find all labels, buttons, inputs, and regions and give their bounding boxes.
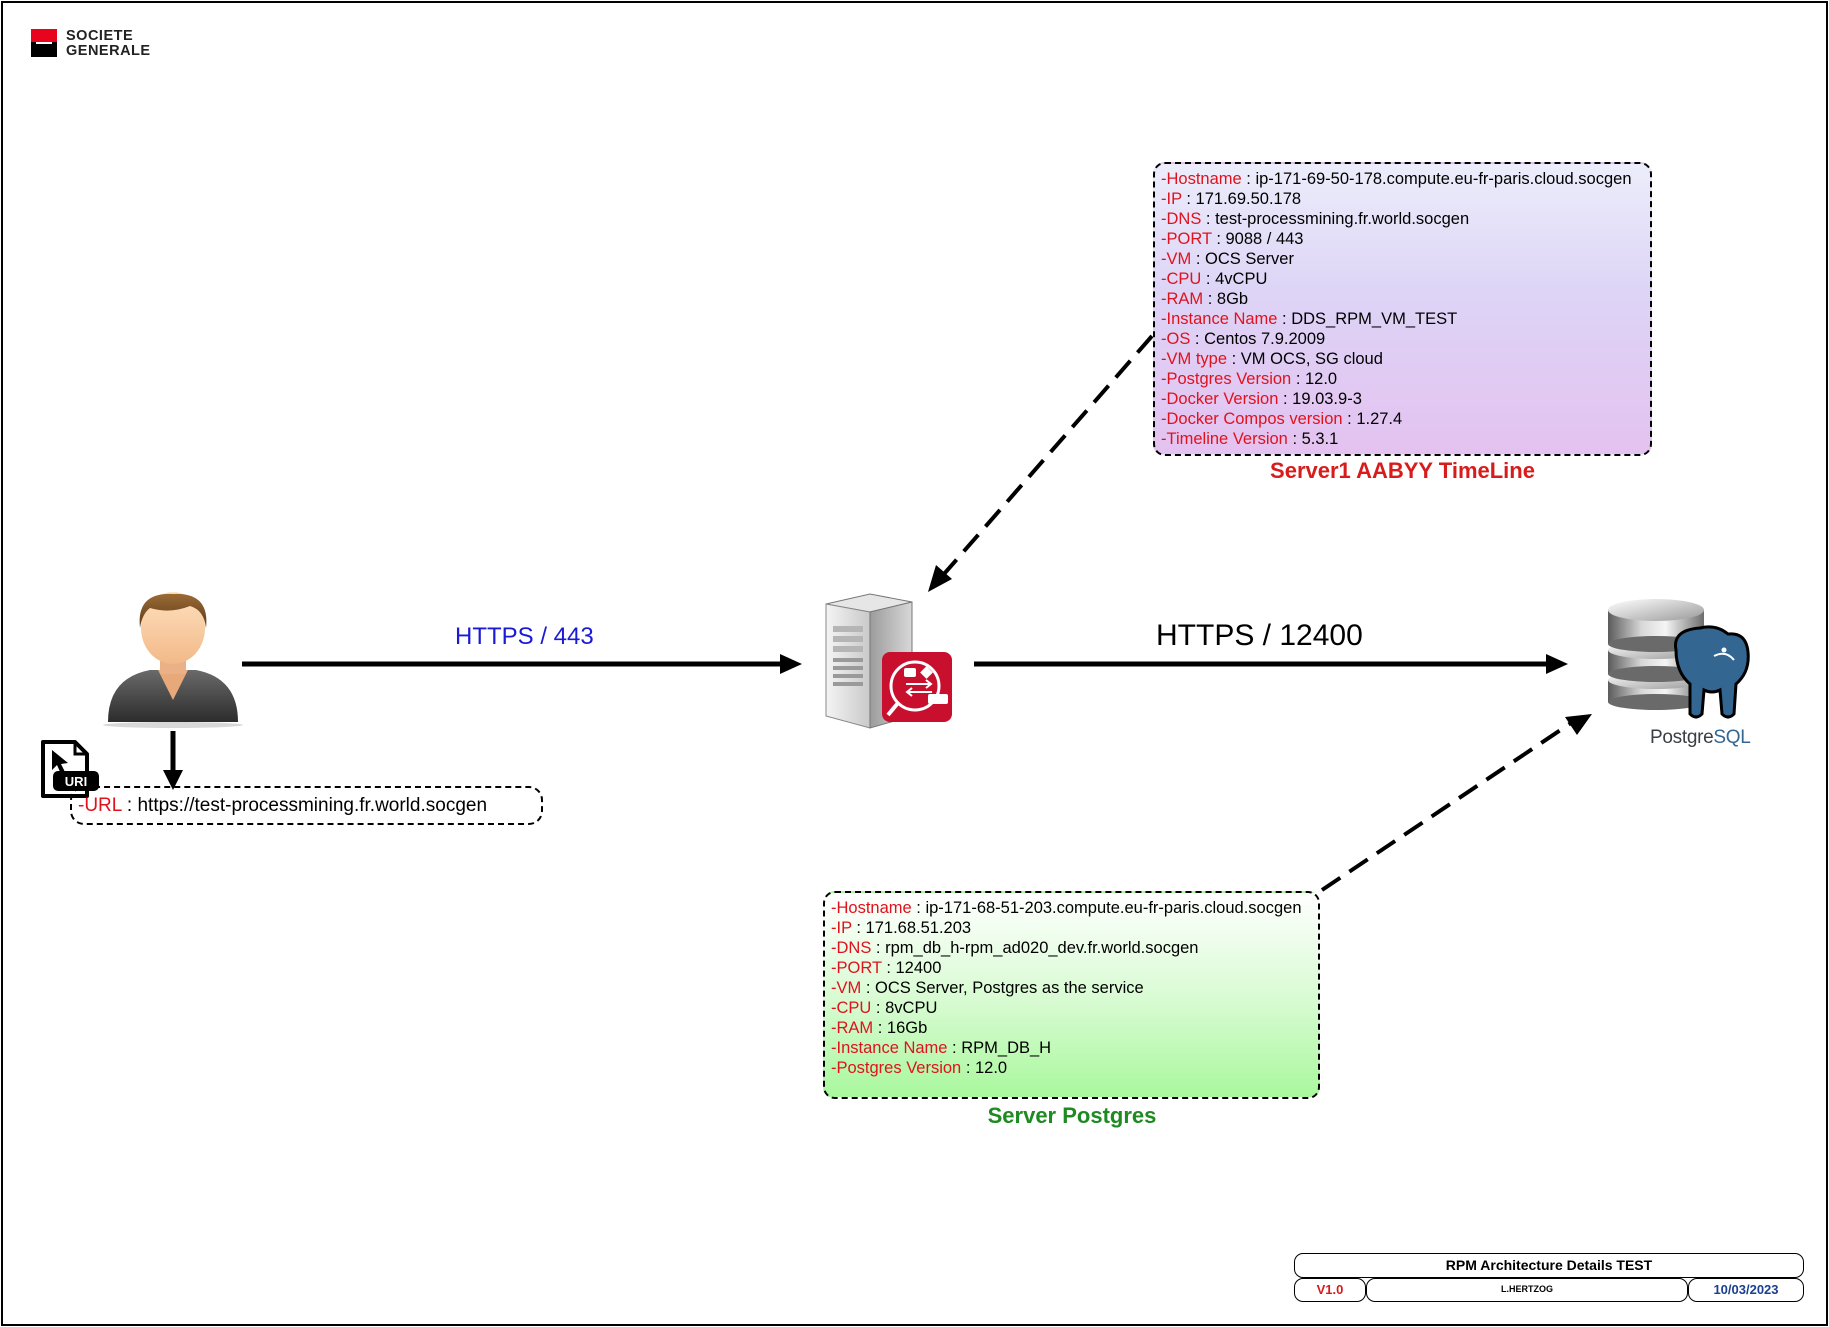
- server1-row-cpu: -CPU : 4vCPU: [1161, 270, 1268, 288]
- server1-caption: Server1 AABYY TimeLine: [1270, 458, 1535, 483]
- postgres-row-hostname: -Hostname : ip-171-68-51-203.compute.eu-…: [831, 899, 1302, 917]
- postgres-info-arrow: [1320, 714, 1592, 892]
- postgres-row-dns: -DNS : rpm_db_h-rpm_ad020_dev.fr.world.s…: [831, 939, 1199, 957]
- server1-row-vm-type: -VM type : VM OCS, SG cloud: [1161, 350, 1383, 368]
- societe-generale-logo: SOCIETE GENERALE: [31, 29, 181, 59]
- server1-row-docker-compos-version: -Docker Compos version : 1.27.4: [1161, 410, 1403, 428]
- server1-info-box: -Hostname : ip-171-69-50-178.compute.eu-…: [1153, 162, 1652, 456]
- server1-row-hostname: -Hostname : ip-171-69-50-178.compute.eu-…: [1161, 170, 1632, 188]
- title-block-title: RPM Architecture Details TEST: [1294, 1253, 1804, 1278]
- url-value: : https://test-processmining.fr.world.so…: [121, 795, 488, 816]
- logo-mark: [31, 29, 57, 57]
- url-key: -URL: [78, 795, 122, 816]
- postgres-row-ip: -IP : 171.68.51.203: [831, 919, 972, 937]
- https-443-arrow: [242, 654, 802, 674]
- https-443-label: HTTPS / 443: [455, 623, 594, 650]
- postgresql-elephant-icon: [1674, 625, 1750, 719]
- server1-info-arrow: [928, 334, 1154, 592]
- postgres-row-port: -PORT : 12400: [831, 959, 942, 977]
- https-12400-arrow: [974, 654, 1568, 674]
- postgres-row-instance-name: -Instance Name : RPM_DB_H: [831, 1039, 1052, 1057]
- url-info-box: -URL : https://test-processmining.fr.wor…: [70, 786, 543, 825]
- server1-row-dns: -DNS : test-processmining.fr.world.socge…: [1161, 210, 1470, 228]
- postgres-row-vm: -VM : OCS Server, Postgres as the servic…: [831, 979, 1144, 997]
- server1-row-ram: -RAM : 8Gb: [1161, 290, 1249, 308]
- server1-row-instance-name: -Instance Name : DDS_RPM_VM_TEST: [1161, 310, 1458, 328]
- logo-text: SOCIETE GENERALE: [66, 28, 151, 59]
- server-postgres-caption: Server Postgres: [987, 1103, 1157, 1128]
- server1-row-ip: -IP : 171.69.50.178: [1161, 190, 1302, 208]
- uri-file-icon: URI: [41, 740, 99, 798]
- user-to-url-arrow: [163, 731, 183, 790]
- title-block-version: V1.0: [1294, 1278, 1366, 1302]
- user-icon: [103, 592, 243, 728]
- title-block-date: 10/03/2023: [1688, 1278, 1804, 1302]
- uri-badge: URI: [65, 774, 87, 789]
- postgres-row-ram: -RAM : 16Gb: [831, 1019, 928, 1037]
- server-postgres-info-box: -Hostname : ip-171-68-51-203.compute.eu-…: [823, 891, 1320, 1099]
- server1-row-port: -PORT : 9088 / 443: [1161, 230, 1304, 248]
- server1-row-timeline-version: -Timeline Version : 5.3.1: [1161, 430, 1339, 448]
- server1-row-vm: -VM : OCS Server: [1161, 250, 1294, 268]
- server1-row-os: -OS : Centos 7.9.2009: [1161, 330, 1326, 348]
- postgres-row-postgres-version: -Postgres Version : 12.0: [831, 1059, 1008, 1077]
- server1-row-docker-version: -Docker Version : 19.03.9-3: [1161, 390, 1362, 408]
- https-12400-label: HTTPS / 12400: [1156, 619, 1363, 652]
- title-block-author: L.HERTZOG: [1366, 1278, 1688, 1302]
- postgresql-logo-text: PostgreSQL: [1650, 727, 1751, 748]
- postgres-row-cpu: -CPU : 8vCPU: [831, 999, 938, 1017]
- process-mining-icon: [882, 652, 952, 722]
- server1-row-postgres-version: -Postgres Version : 12.0: [1161, 370, 1338, 388]
